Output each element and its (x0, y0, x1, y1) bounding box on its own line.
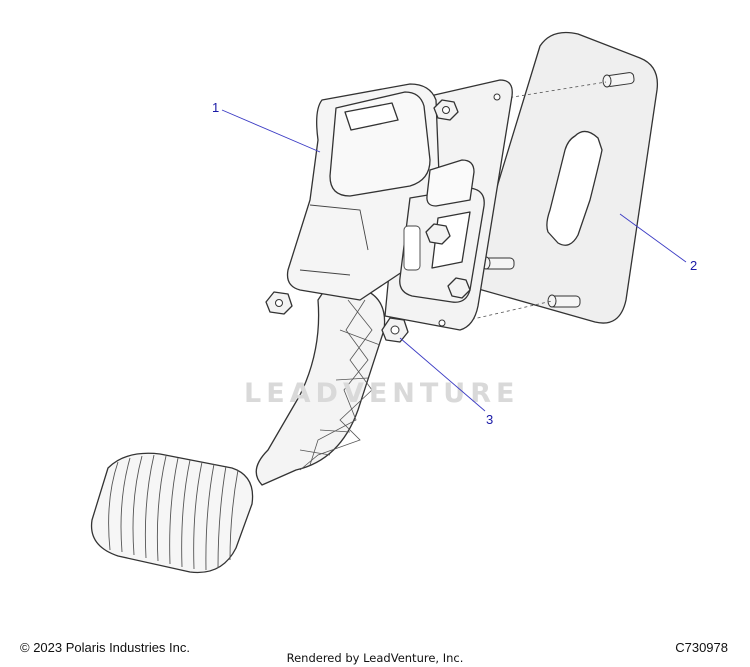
pedal-arm (255, 281, 386, 486)
stud-top (602, 72, 635, 88)
flange-nut (381, 317, 409, 343)
callout-1[interactable]: 1 (212, 100, 219, 115)
pedal-pad (90, 452, 254, 574)
stud-middle (481, 256, 515, 270)
nut-sensor-top (425, 223, 451, 245)
leader-line-1 (221, 109, 321, 153)
drawing-number: C730978 (675, 640, 728, 655)
callout-2[interactable]: 2 (690, 258, 697, 273)
leader-line-3 (399, 337, 486, 412)
copyright-notice: © 2023 Polaris Industries Inc. (20, 640, 190, 655)
stud-bottom (547, 294, 581, 308)
nut-left (265, 291, 293, 315)
leader-line-2 (619, 213, 687, 263)
callout-3[interactable]: 3 (486, 412, 493, 427)
spacer-plate (474, 31, 659, 324)
nut-upper (433, 99, 459, 121)
pedal-housing (286, 83, 441, 301)
rendered-by-notice: Rendered by LeadVenture, Inc. (286, 651, 464, 665)
watermark: LEADVENTURE (244, 378, 519, 409)
alignment-lines (444, 81, 607, 323)
nut-sensor-bottom (447, 277, 471, 299)
